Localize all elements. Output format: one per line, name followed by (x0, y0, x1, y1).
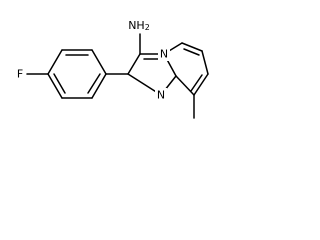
pyridine-bond-3 (201, 50, 209, 75)
pyridine-bond-5 (175, 75, 195, 96)
fluorophenyl-bond-3 (91, 49, 107, 75)
bridge-nitrogen-label-background (158, 47, 170, 61)
fluorophenyl-bond-1 (47, 49, 63, 75)
amine-label-subscript: 2 (145, 23, 150, 32)
pyridine-bond-4 (193, 73, 209, 96)
bridge-nitrogen-label: N (160, 48, 168, 61)
fluorine-label-background (14, 67, 26, 81)
molecule-structure-diagram: F NH2 N N (14, 18, 209, 119)
fluorophenyl-ring (47, 49, 107, 99)
pyridine-double-2 (190, 74, 203, 92)
chemical-structure-canvas: F NH2 N N (0, 0, 232, 136)
fluorophenyl-double-3 (53, 73, 66, 94)
amine-label-background (129, 18, 154, 33)
imidazole-bond-1 (127, 53, 141, 75)
pyridine-double-1 (183, 48, 200, 56)
ring-nitrogen-label: N (157, 89, 165, 102)
ring-nitrogen-label-background (155, 88, 167, 102)
fluorophenyl-bond-6 (47, 73, 63, 99)
fluorine-label: F (17, 68, 23, 81)
amine-label-main: NH (128, 19, 145, 32)
fluorophenyl-bond-4 (91, 73, 107, 99)
fluorophenyl-double-2 (87, 73, 101, 94)
pyridine-ring (163, 42, 209, 96)
pyridine-bond-2 (181, 42, 203, 52)
amine-label: NH2 (128, 19, 150, 32)
